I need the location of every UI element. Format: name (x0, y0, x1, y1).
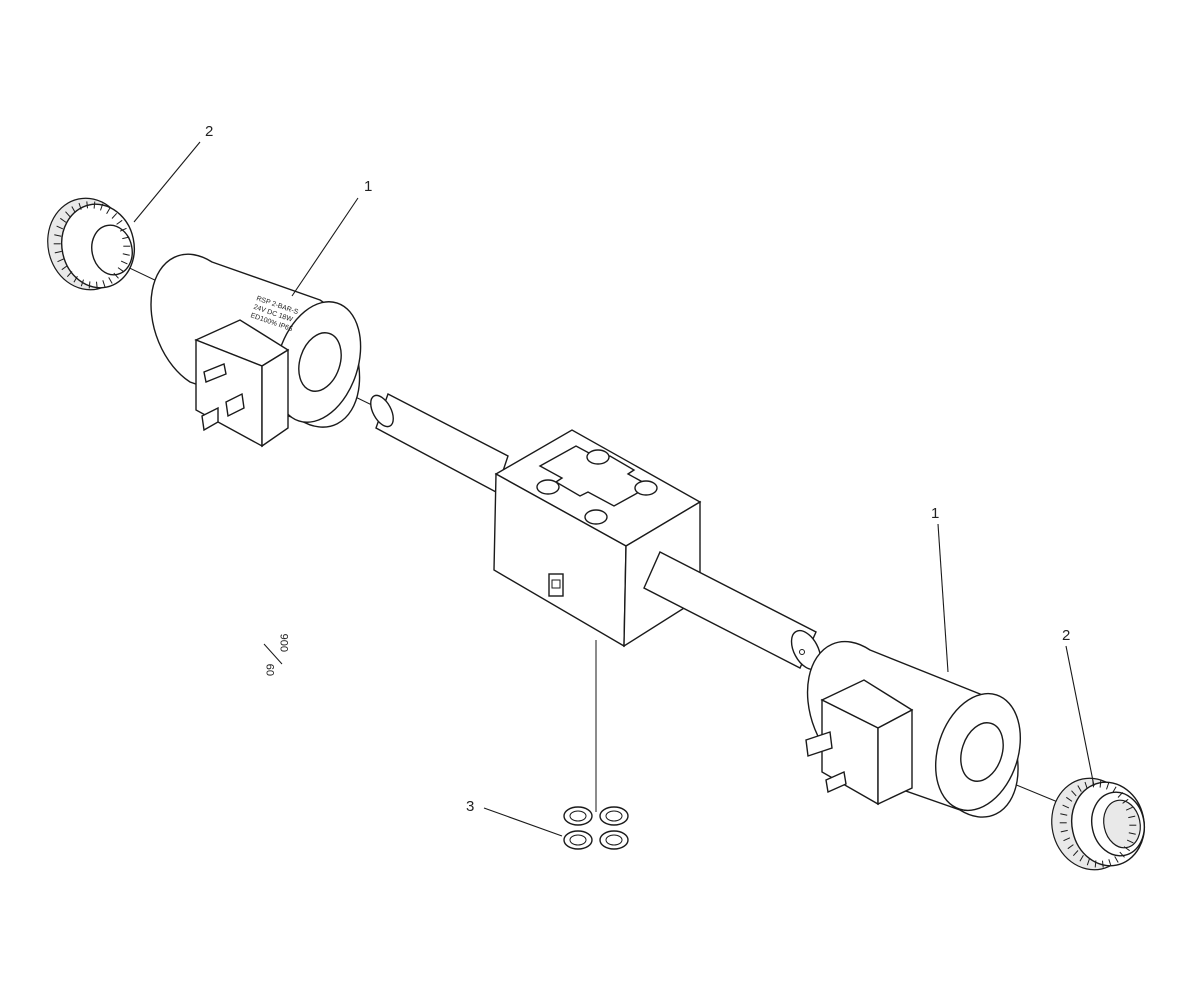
knurl-ridge (1114, 856, 1119, 863)
knurl-ridge (66, 271, 73, 278)
knurl-ridge (73, 275, 78, 283)
knurl-ridge (1086, 858, 1090, 866)
knurl-ridge (1119, 851, 1125, 858)
callout-3-bottom: 3 (466, 798, 474, 815)
valve-body (493, 429, 702, 648)
drawing-reference: 09 006 (263, 634, 291, 676)
leader-lines (133, 141, 1095, 837)
callout-1-top-left: 1 (364, 178, 372, 195)
knurl-ridge (78, 202, 82, 210)
knurl-ridge (117, 267, 124, 273)
knurl-ridge (1128, 832, 1136, 835)
knurl-ridge (1117, 791, 1124, 798)
knurl-ridge (57, 258, 65, 263)
knurl-ridge (1072, 850, 1079, 857)
knurl-ridge (61, 265, 68, 271)
knurl-ridge (1084, 781, 1088, 789)
knurl-ridge (1060, 829, 1068, 833)
svg-text:09: 09 (265, 664, 277, 676)
knurl-ridge (54, 234, 62, 237)
knurl-ridge (1128, 815, 1136, 819)
knurl-ridge (108, 277, 113, 284)
knurl-ridge (93, 201, 96, 209)
knurl-ridge (1066, 796, 1073, 802)
coil-connector-right (805, 679, 914, 806)
knurl-ridge (96, 281, 98, 289)
knurl-ridge (1063, 837, 1071, 842)
callout-1-right: 1 (931, 505, 939, 522)
knurl-ridge (1071, 790, 1077, 797)
knurl-ridge (88, 281, 91, 289)
knurl-ridge (116, 219, 123, 225)
knurl-ridge (113, 272, 119, 279)
knurl-ridge (1077, 785, 1082, 792)
knurl-ridge (100, 203, 104, 211)
knurl-ridge (1099, 780, 1102, 788)
knurled-nut-top-left (47, 197, 135, 291)
solenoid-coil-right (805, 640, 1022, 818)
callout-2-bottom-right: 2 (1062, 627, 1070, 644)
knurl-ridge (80, 279, 84, 287)
valve-tube-left (370, 393, 509, 494)
knurl-ridge (1126, 839, 1134, 844)
knurl-ridge (65, 211, 71, 218)
knurl-ridge (1079, 854, 1084, 862)
knurled-nut-bottom-right (1051, 777, 1145, 871)
knurl-ridge (1094, 860, 1097, 868)
knurl-ridge (122, 253, 130, 256)
coil-connector-top-left (194, 319, 290, 448)
knurl-ridge (1123, 846, 1130, 852)
knurl-ridge (102, 280, 106, 288)
knurl-ridge (122, 236, 130, 240)
knurl-ridge (1102, 860, 1104, 868)
knurl-ridge (1125, 806, 1133, 811)
knurl-ridge (60, 217, 67, 223)
valve-tube-right (643, 551, 822, 671)
seal-rings (563, 806, 629, 850)
svg-text:006: 006 (279, 634, 291, 652)
knurl-ridge (1108, 859, 1112, 867)
knurl-ridge (71, 206, 76, 213)
knurl-ridge (1106, 782, 1110, 790)
solenoid-coil-top-left: RSP 2-BAR-S 24V DC 18W ED100% IP65 (150, 253, 362, 448)
knurl-ridge (1060, 813, 1068, 816)
knurl-ridge (106, 207, 111, 215)
knurl-ridge (119, 227, 127, 232)
knurl-ridge (1062, 804, 1070, 809)
knurl-ridge (111, 212, 118, 219)
knurl-ridge (86, 201, 88, 209)
knurl-ridge (1122, 798, 1129, 804)
knurl-ridge (1112, 786, 1117, 794)
callout-labels: 2 1 1 2 3 (205, 123, 1070, 815)
knurl-ridge (56, 225, 64, 230)
knurl-ridge (54, 250, 62, 254)
knurl-ridge (120, 260, 128, 265)
knurl-ridge (1067, 844, 1074, 850)
callout-2-top-left: 2 (205, 123, 213, 140)
